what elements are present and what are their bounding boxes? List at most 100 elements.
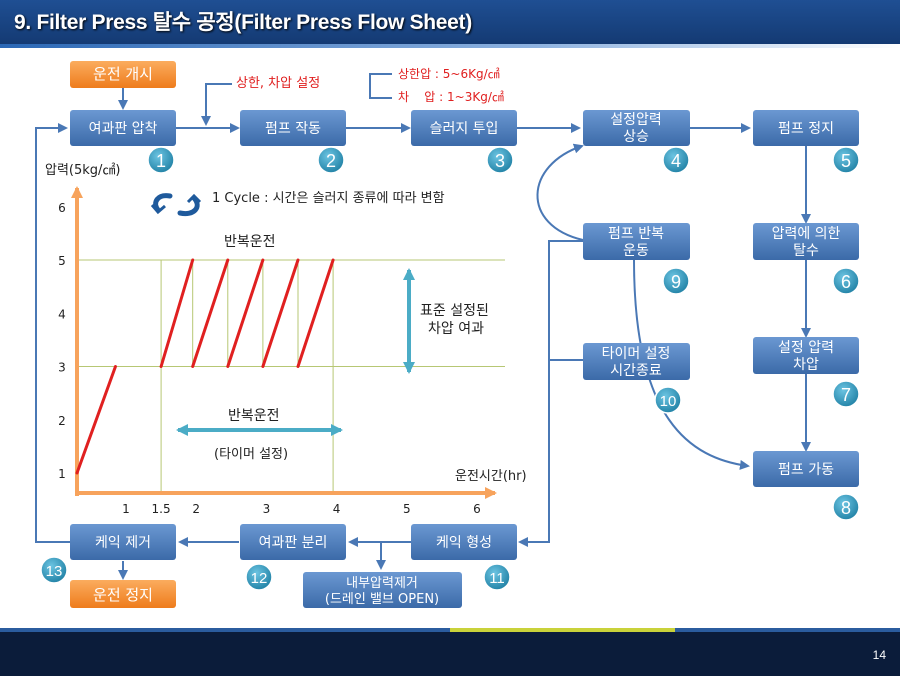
step-5-box [753, 110, 859, 146]
step-1-label: 여과판 압착 [89, 121, 158, 137]
y-tick-5: 5 [58, 254, 66, 268]
step-9-box [583, 223, 690, 260]
connector-9-to-8 [633, 259, 750, 470]
badge-11-circle [483, 563, 511, 591]
step-12-label: 여과판 분리 [259, 535, 328, 551]
drain-label-line2: (드레인 밸브 OPEN) [325, 592, 439, 607]
badge-13-circle [40, 556, 68, 584]
badge-9: 9 [671, 272, 681, 292]
chart-text: 압력(5kg/㎠) 운전시간(hr) 반복운전 반복운전 (타이머 설정) 표준… [45, 163, 527, 484]
badge-4: 4 [671, 151, 681, 171]
step-10-label-line2: 시간종료 [610, 363, 662, 379]
step-12-box [240, 524, 346, 560]
badge-8: 8 [841, 498, 851, 518]
connector-limit-setting [201, 83, 232, 126]
step-7-label-line1: 설정 압력 [778, 340, 834, 356]
step-6-box [753, 223, 859, 260]
step-4-box [583, 110, 690, 146]
badge-6: 6 [841, 272, 851, 292]
start-label: 운전 개시 [93, 65, 153, 83]
step-3-box [411, 110, 517, 146]
badge-3: 3 [495, 151, 505, 171]
drain-label-line1: 내부압력제거 [346, 576, 418, 591]
badge-5: 5 [841, 151, 851, 171]
cycle-note: 1 Cycle : 시간은 슬러지 종류에 따라 변함 [212, 191, 445, 206]
chart-x-label: 운전시간(hr) [455, 469, 527, 484]
step-6-label-line1: 압력에 의한 [772, 226, 841, 242]
pressure-bracket [369, 73, 392, 99]
step-6-label-line2: 탈수 [793, 243, 819, 259]
annotations: 상한, 차압 설정 상한압 : 5~6Kg/㎠ 차 압 : 1~3Kg/㎠ 1 … [212, 67, 504, 206]
badge-11: 11 [489, 570, 505, 587]
step-9-label-line1: 펌프 반복 [608, 226, 664, 242]
title-accent [0, 44, 900, 48]
x-tick-2: 2 [192, 502, 200, 516]
step-4-label-line1: 설정압력 [610, 112, 662, 128]
step-7-box [753, 337, 859, 374]
badge-2: 2 [326, 151, 336, 171]
pressure-segment-4 [191, 258, 230, 368]
badge-7-circle [832, 380, 860, 408]
title-bar: 9. Filter Press 탈수 공정(Filter Press Flow … [0, 0, 900, 44]
badge-1-circle [147, 146, 175, 174]
badge-6-circle [832, 267, 860, 295]
badge-4-circle [662, 146, 690, 174]
y-tick-6: 6 [58, 201, 66, 215]
step-boxes [70, 61, 859, 608]
chart-diff-label-line1: 표준 설정된 [420, 303, 489, 319]
x-tick-4: 4 [333, 502, 341, 516]
pressure-segment-2 [159, 258, 195, 368]
badge-8-circle [832, 493, 860, 521]
y-tick-3: 3 [58, 361, 66, 375]
step-10-label-line1: 타이머 설정 [602, 346, 671, 362]
step-8-label: 펌프 가동 [778, 462, 834, 478]
step-13-box [70, 524, 176, 560]
badge-13: 13 [46, 563, 63, 580]
step-7-label-line2: 차압 [793, 357, 819, 373]
step-badges: 1 2 3 4 5 6 7 8 9 10 11 12 13 [40, 146, 860, 591]
drain-box [303, 572, 462, 608]
step-11-box [411, 524, 517, 560]
limit-setting-note: 상한, 차압 설정 [236, 76, 320, 91]
x-tick-6: 6 [473, 502, 481, 516]
slide-title: 9. Filter Press 탈수 공정(Filter Press Flow … [14, 11, 472, 34]
step-2-box [240, 110, 346, 146]
x-tick-5: 5 [403, 502, 411, 516]
badge-1: 1 [156, 151, 166, 171]
chart-timer-label: (타이머 설정) [214, 447, 288, 462]
step-9-label-line2: 운동 [623, 243, 649, 259]
footer-bar [0, 632, 900, 676]
badge-10-circle [654, 386, 682, 414]
pressure-segment-0 [75, 365, 117, 475]
step-13-label: 케익 제거 [95, 535, 151, 551]
step-2-label: 펌프 작동 [265, 121, 321, 137]
badge-10: 10 [660, 393, 677, 410]
connector-9-to-11 [518, 240, 583, 547]
step-4-label-line2: 상승 [623, 129, 649, 145]
start-box [70, 61, 176, 88]
diff-pressure-note: 차 압 : 1~3Kg/㎠ [398, 90, 504, 104]
flow-connectors [35, 83, 811, 580]
step-1-box [70, 110, 176, 146]
step-11-label: 케익 형성 [436, 535, 492, 551]
cycle-icon [150, 193, 202, 217]
footer-stripe [0, 628, 900, 633]
chart-diff-label-line2: 차압 여과 [428, 321, 484, 337]
y-tick-4: 4 [58, 307, 66, 321]
x-tick-3: 3 [263, 502, 271, 516]
badge-9-circle [662, 267, 690, 295]
badge-2-circle [317, 146, 345, 174]
chart-repeat-top-label: 반복운전 [224, 234, 276, 250]
pressure-segment-8 [261, 258, 300, 368]
badge-5-circle [832, 146, 860, 174]
y-tick-1: 1 [58, 467, 66, 481]
y-tick-2: 2 [58, 414, 66, 428]
badge-12: 12 [251, 570, 268, 587]
step-labels: 운전 개시 여과판 압착 펌프 작동 슬러지 투입 설정압력 상승 펌프 정지 … [89, 65, 841, 607]
badge-7: 7 [841, 385, 851, 405]
stop-label: 운전 정지 [93, 586, 153, 604]
chart-repeat-mid-label: 반복운전 [228, 408, 280, 424]
pressure-segment-6 [226, 258, 265, 368]
